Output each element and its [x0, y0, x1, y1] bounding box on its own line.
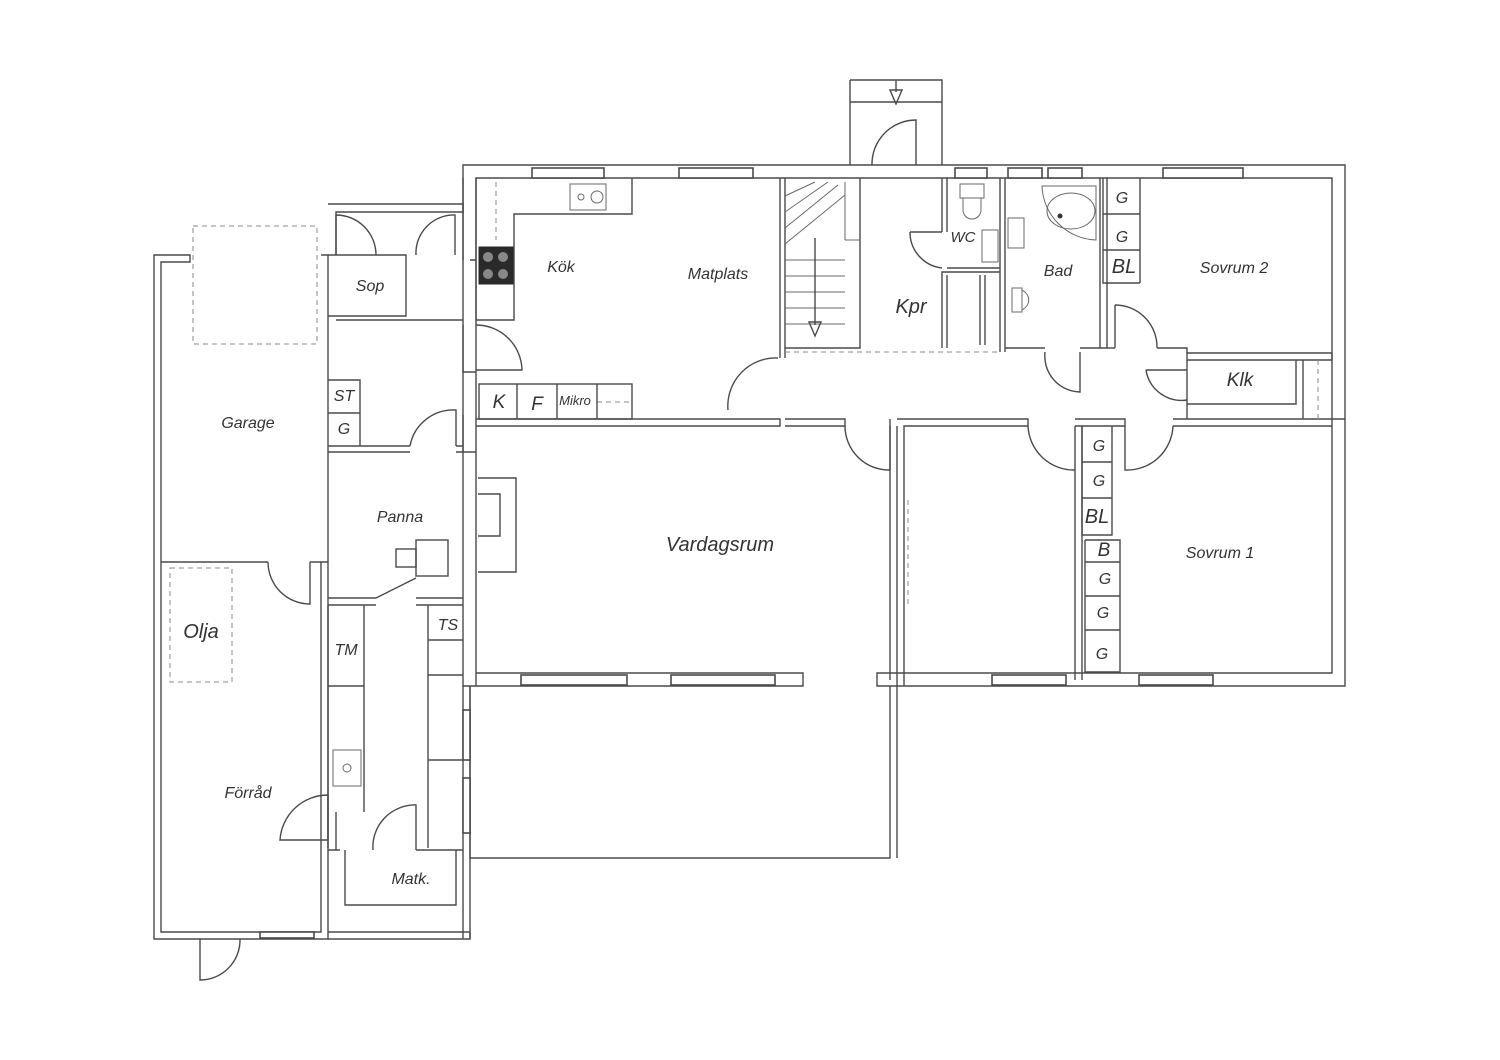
windows — [259, 167, 1244, 939]
label-b: B — [1098, 540, 1111, 561]
label-g-s1-3: G — [1096, 646, 1108, 663]
label-olja: Olja — [183, 621, 219, 643]
label-g-s2-1: G — [1116, 190, 1128, 207]
label-kok: Kök — [547, 259, 576, 276]
label-tm: TM — [334, 642, 358, 659]
label-klk: Klk — [1227, 370, 1255, 391]
label-panna: Panna — [377, 509, 423, 526]
outer-walls — [153, 79, 1346, 940]
bathroom-fixtures — [959, 183, 1097, 313]
label-sovrum2: Sovrum 2 — [1200, 260, 1269, 277]
label-sop: Sop — [356, 278, 385, 295]
label-g-mid-2: G — [1093, 473, 1105, 490]
label-sovrum1: Sovrum 1 — [1186, 545, 1254, 562]
label-bad: Bad — [1044, 263, 1074, 280]
label-bl-s2: BL — [1112, 256, 1136, 278]
staircase — [784, 80, 904, 338]
utility-fixtures — [327, 178, 1141, 848]
label-forrad: Förråd — [224, 784, 272, 802]
label-f: F — [531, 394, 544, 415]
label-matplats: Matplats — [688, 266, 748, 283]
label-g-s1-1: G — [1099, 571, 1111, 588]
label-kpr: Kpr — [895, 296, 927, 318]
fireplace — [478, 477, 517, 573]
label-g-s2-2: G — [1116, 229, 1128, 246]
label-g-garage: G — [338, 421, 350, 438]
kitchen-fixtures — [475, 178, 633, 420]
doors — [199, 119, 1188, 981]
label-bl-mid: BL — [1085, 506, 1109, 528]
label-matk: Matk. — [391, 871, 430, 888]
label-wc: WC — [951, 229, 976, 246]
label-vardagsrum: Vardagsrum — [666, 534, 774, 556]
label-garage: Garage — [221, 415, 274, 432]
label-g-mid-1: G — [1093, 438, 1105, 455]
fixture-labels: ST G K F Mikro TM TS G G BL G G BL B G G… — [334, 190, 1136, 663]
label-st: ST — [334, 388, 356, 405]
label-k: K — [493, 392, 507, 413]
interior-walls — [161, 178, 1345, 906]
label-ts: TS — [438, 617, 459, 634]
room-labels: Kök Matplats Kpr WC Bad Sovrum 2 Klk Sop… — [183, 229, 1268, 888]
label-mikro: Mikro — [559, 393, 591, 408]
dashed-markings — [169, 182, 1319, 683]
label-g-s1-2: G — [1097, 605, 1109, 622]
